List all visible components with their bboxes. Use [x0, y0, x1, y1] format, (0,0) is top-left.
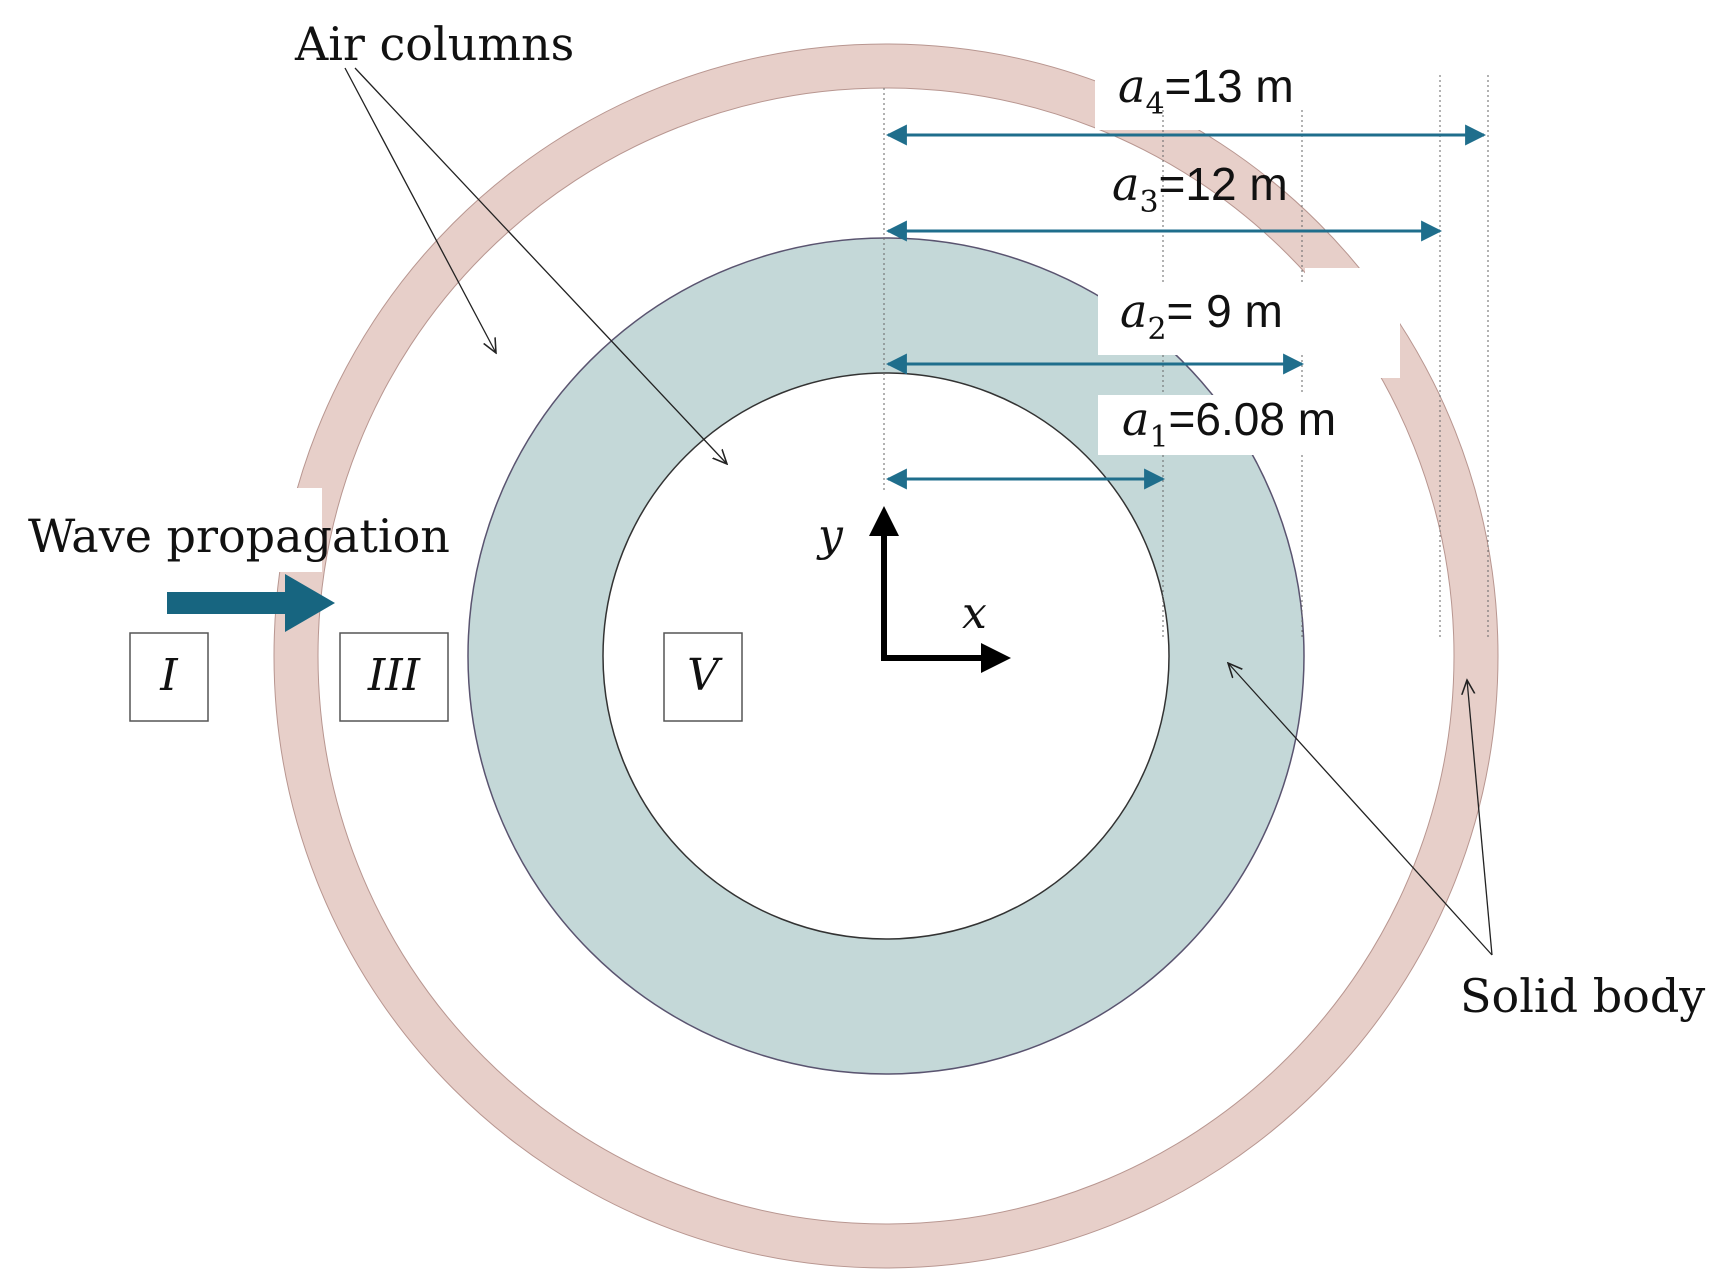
- svg-text:V: V: [687, 650, 723, 701]
- dim-label-a4: a4=13 m: [1118, 59, 1294, 122]
- dim-label-a3: a3=12 m: [1112, 157, 1288, 220]
- axis-label-x: x: [962, 588, 987, 639]
- svg-text:III: III: [367, 650, 422, 701]
- solid-body-label: Solid body: [1460, 969, 1705, 1023]
- air-columns-leaders: [344, 67, 727, 464]
- reference-lines: [883, 75, 1489, 640]
- label-bg-a2: [1098, 285, 1338, 355]
- outer-ring-edge-outer: [273, 43, 1499, 1269]
- label-bg-a4: [1098, 55, 1338, 110]
- svg-text:I: I: [159, 650, 179, 701]
- dimension-arrows: [885, 124, 1487, 490]
- right-arrow-icon: [167, 574, 335, 632]
- outer-ring-edge-inner: [317, 87, 1455, 1225]
- ring-gap-left: [262, 488, 322, 572]
- region-box-III: III: [339, 632, 449, 722]
- air-columns-label: Air columns: [294, 17, 574, 71]
- solid-body-leaders: [1228, 663, 1493, 956]
- axis-label-y: y: [816, 510, 844, 561]
- wave-propagation-label: Wave propagation: [28, 509, 450, 563]
- label-bg-a1: [1098, 395, 1388, 455]
- outer-solid-ring: [274, 44, 1498, 1268]
- xy-axes-icon: [869, 506, 1011, 673]
- dim-label-a2: a2= 9 m: [1120, 284, 1283, 347]
- region-box-I: I: [129, 632, 209, 722]
- dim-label-a1: a1=6.08 m: [1122, 392, 1336, 455]
- region-box-V: V: [663, 632, 743, 722]
